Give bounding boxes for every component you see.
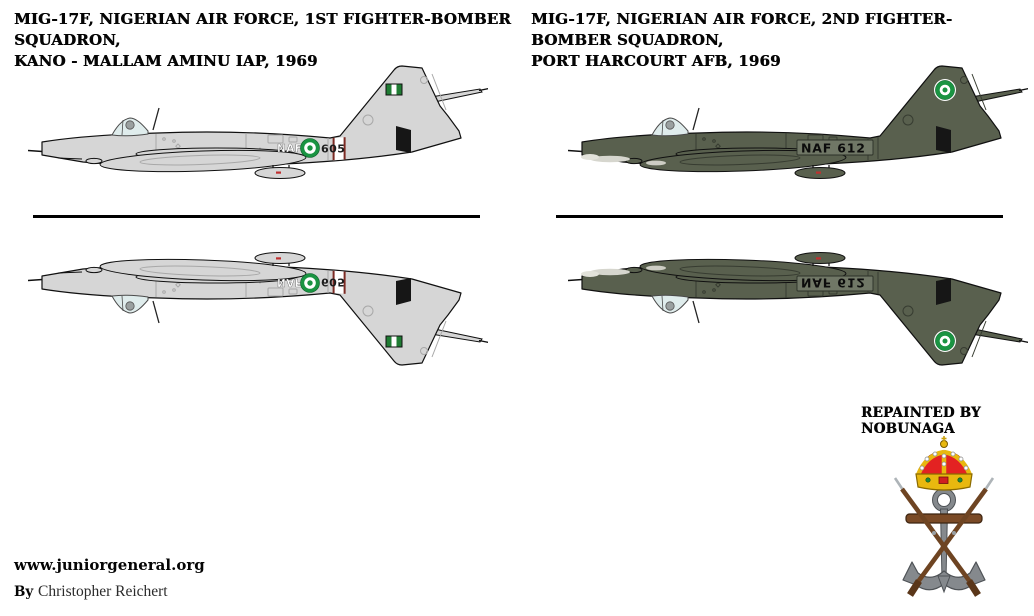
aircraft-profile-naf612-inverted	[568, 233, 1028, 373]
crown-icon	[915, 436, 973, 491]
aircraft-profile-naf612-upright	[568, 58, 1028, 198]
anchor-stock	[905, 513, 983, 524]
crown-orb	[940, 440, 948, 448]
left-title-line1: MIG-17F, NIGERIAN AIR FORCE, 1ST FIGHTER…	[14, 10, 511, 49]
aircraft-profile-naf605-upright	[28, 58, 488, 198]
website-url: www.juniorgeneral.org	[14, 556, 205, 574]
crossed-rifles	[893, 477, 995, 597]
right-title-line2: PORT HARCOURT AFB, 1969	[531, 52, 781, 70]
repaint-credit: REPAINTED BY NOBUNAGA	[861, 405, 981, 437]
left-title-line2: KANO - MALLAM AMINU IAP, 1969	[14, 52, 318, 70]
author-name: Christopher Reichert	[38, 583, 168, 600]
right-squadron-title: MIG-17F, NIGERIAN AIR FORCE, 2ND FIGHTER…	[531, 9, 1031, 72]
crown-anchor-crest-icon	[893, 436, 995, 597]
left-squadron-title: MIG-17F, NIGERIAN AIR FORCE, 1ST FIGHTER…	[14, 9, 521, 72]
author-credit: By Christopher Reichert	[14, 582, 168, 601]
fold-line-left	[33, 215, 480, 218]
author-prefix: By	[14, 584, 34, 600]
right-title-line1: MIG-17F, NIGERIAN AIR FORCE, 2ND FIGHTER…	[531, 10, 953, 49]
fold-line-right	[556, 215, 1003, 218]
aircraft-profile-naf605-inverted	[28, 233, 488, 373]
